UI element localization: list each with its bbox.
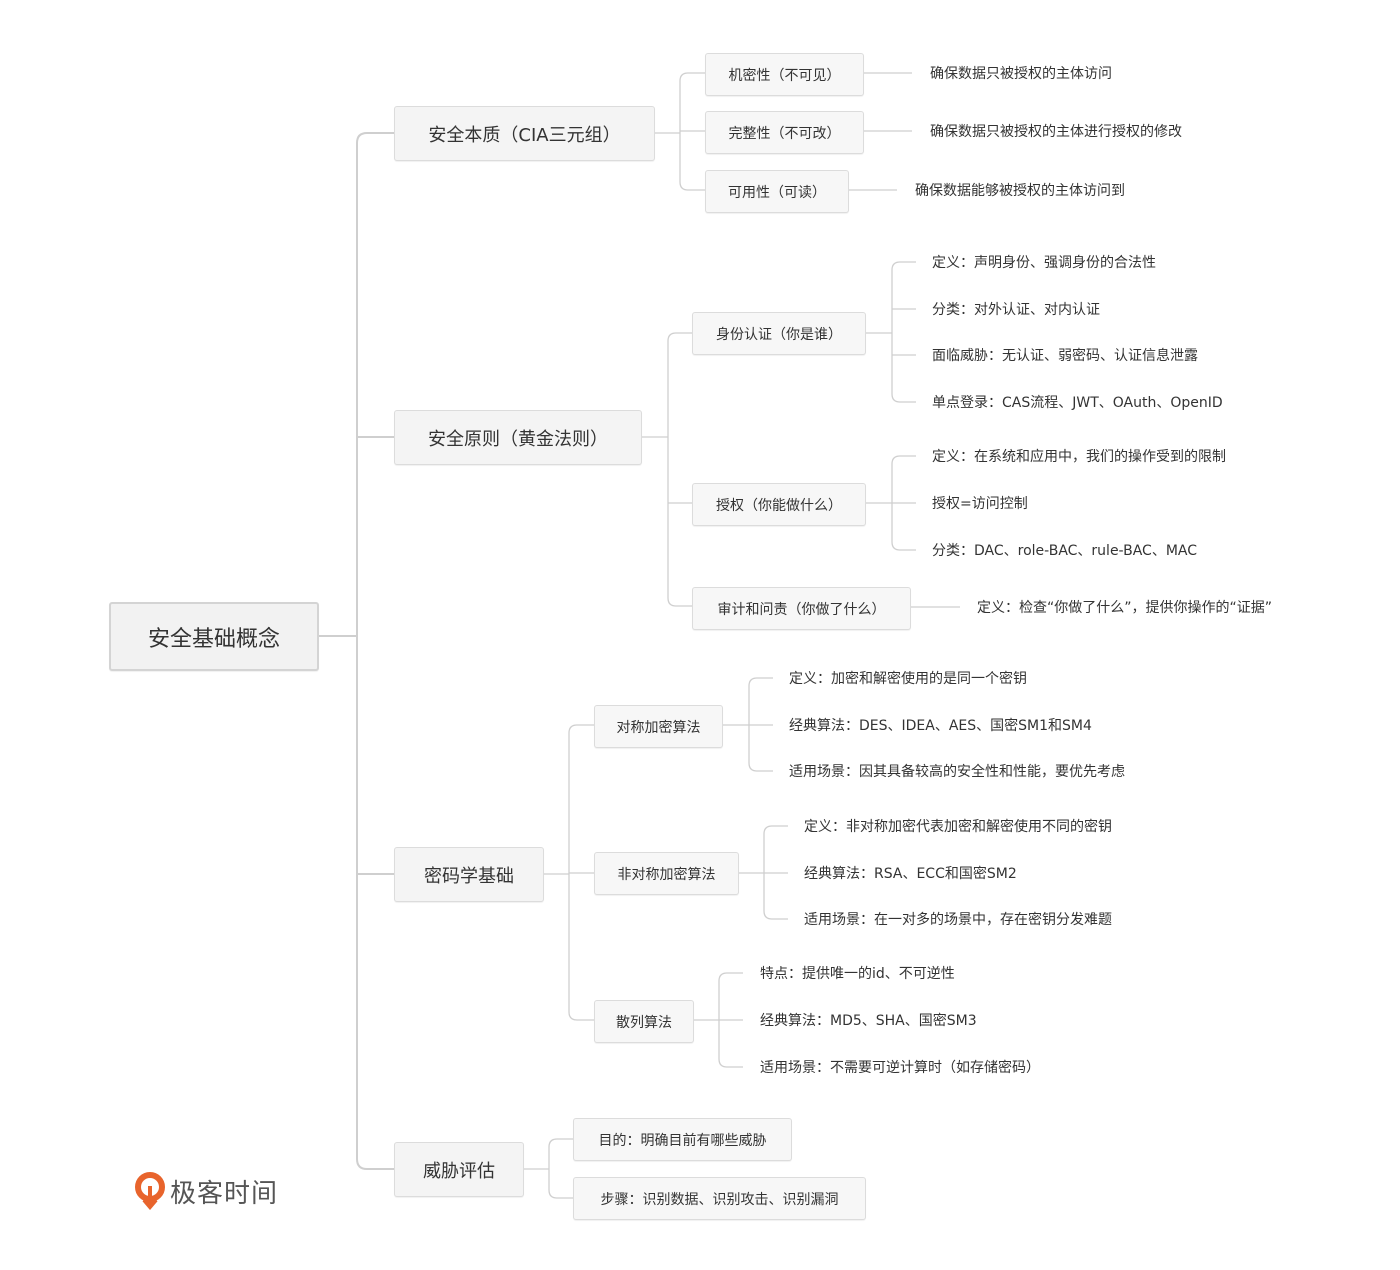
leaf-text: 定义：声明身份、强调身份的合法性 [932,255,1156,271]
leaf-text: 授权=访问控制 [932,496,1028,512]
threat-connector [523,1138,573,1199]
branch-cia[interactable]: 安全本质（CIA三元组） [394,106,655,161]
node-authentication[interactable]: 身份认证（你是谁） [692,312,866,355]
logo-text: 极客时间 [170,1178,279,1209]
branch-principles[interactable]: 安全原则（黄金法则） [394,410,642,465]
crypto-connector [543,724,594,1021]
leaf-text: 适用场景：不需要可逆计算时（如存储密码） [760,1060,1040,1076]
node-threat-purpose[interactable]: 目的：明确目前有哪些威胁 [573,1118,792,1161]
leaf-text: 适用场景：在一对多的场景中，存在密钥分发难题 [804,912,1112,928]
leaf-text: 确保数据只被授权的主体进行授权的修改 [930,124,1182,140]
trunk-connector [356,132,394,1170]
leaf-text: 经典算法：RSA、ECC和国密SM2 [804,866,1017,882]
geektime-logo: 极客时间 [134,1172,278,1210]
node-threat-steps[interactable]: 步骤：识别数据、识别攻击、识别漏洞 [573,1177,866,1220]
leaf-text: 单点登录：CAS流程、JWT、OAuth、OpenID [932,395,1223,411]
leaf-text: 分类：对外认证、对内认证 [932,302,1100,318]
leaf-text: 经典算法：DES、IDEA、AES、国密SM1和SM4 [789,718,1092,734]
leaf-text: 经典算法：MD5、SHA、国密SM3 [760,1013,977,1029]
node-integrity[interactable]: 完整性（不可改） [705,111,864,154]
leaf-text: 确保数据能够被授权的主体访问到 [915,183,1125,199]
node-authorization[interactable]: 授权（你能做什么） [692,483,866,526]
leaf-text: 定义：检查“你做了什么”，提供你操作的“证据” [977,600,1273,616]
node-availability[interactable]: 可用性（可读） [705,170,849,213]
leaf-text: 面临威胁：无认证、弱密码、认证信息泄露 [932,348,1198,364]
leaf-text: 适用场景：因其具备较高的安全性和性能，要优先考虑 [789,764,1125,780]
leaf-text: 定义：在系统和应用中，我们的操作受到的限制 [932,449,1226,465]
leaf-text: 特点：提供唯一的id、不可逆性 [760,966,955,982]
branch-crypto[interactable]: 密码学基础 [394,847,544,902]
root-node[interactable]: 安全基础概念 [109,602,319,671]
geektime-logo-icon [135,1172,165,1210]
node-confidentiality[interactable]: 机密性（不可见） [705,53,864,96]
leaf-text: 定义：加密和解密使用的是同一个密钥 [789,671,1027,687]
principles-connector [641,332,692,607]
cia-connector [654,72,705,191]
node-audit[interactable]: 审计和问责（你做了什么） [692,587,911,630]
leaf-text: 分类：DAC、role-BAC、rule-BAC、MAC [932,543,1198,559]
branch-threat[interactable]: 威胁评估 [394,1142,524,1197]
leaf-text: 定义：非对称加密代表加密和解密使用不同的密钥 [804,819,1112,835]
leaf-text: 确保数据只被授权的主体访问 [930,66,1112,82]
node-hash[interactable]: 散列算法 [594,1000,694,1043]
node-symmetric[interactable]: 对称加密算法 [594,705,723,748]
node-asymmetric[interactable]: 非对称加密算法 [594,852,739,895]
